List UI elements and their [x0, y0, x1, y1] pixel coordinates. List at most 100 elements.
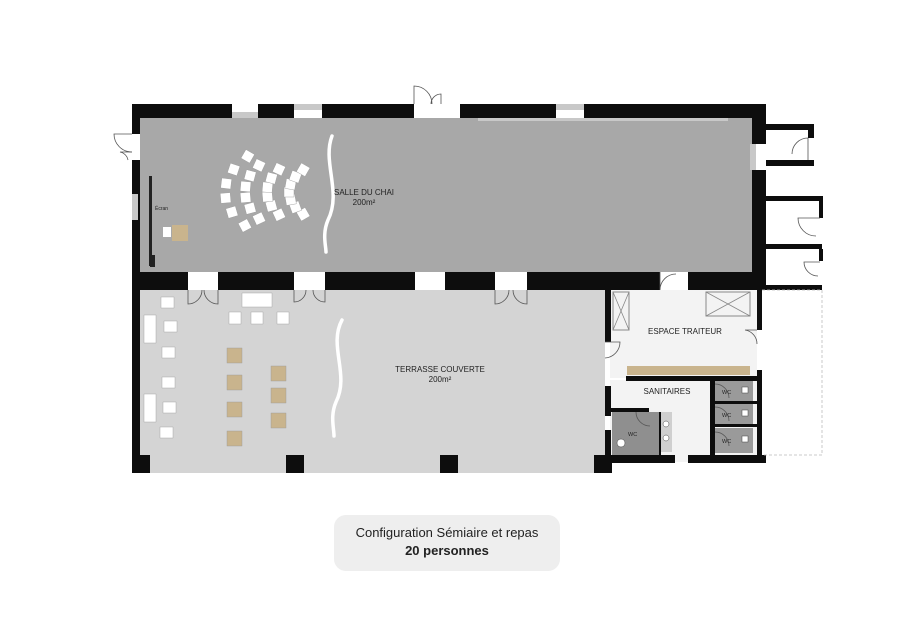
- door-wc-pmr: [635, 411, 651, 427]
- terrasse-curtain: [330, 318, 344, 438]
- wall-left-salle-a: [132, 104, 140, 134]
- toilet-pmr-icon: [616, 438, 626, 448]
- armchair: [161, 346, 176, 359]
- wc-label: WC: [722, 439, 731, 445]
- wall-left-terrasse: [132, 290, 140, 473]
- salle-chair: [237, 218, 252, 233]
- presenter-chair: [163, 227, 171, 237]
- terrasse-name: TERRASSE COUVERTE: [395, 365, 485, 374]
- salle-du-chai-floor: [140, 118, 752, 272]
- post-bottom-2: [286, 455, 304, 473]
- salle-chair: [272, 162, 286, 177]
- salle-chair: [243, 169, 257, 183]
- terrasse-table: [270, 365, 287, 382]
- salle-chair: [243, 201, 257, 215]
- door-wc-1: [714, 383, 730, 399]
- door-mid-3: [494, 289, 510, 305]
- traiteur-counter: [627, 366, 750, 375]
- door-mid-2: [293, 289, 307, 303]
- wall-mid-5: [527, 272, 660, 290]
- post-bottom-1: [132, 455, 150, 473]
- sink-counter: [660, 412, 672, 452]
- terrasse-table: [226, 374, 243, 391]
- terrasse-furniture: [143, 292, 290, 447]
- door-annex-1: [791, 137, 809, 160]
- salle-chair: [252, 158, 266, 173]
- salle-chair: [296, 162, 311, 177]
- wall-mid-2: [218, 272, 294, 290]
- wall-service-left-c: [605, 430, 611, 462]
- salle-chair: [227, 162, 241, 177]
- wall-service-right: [757, 290, 762, 330]
- wc-fixtures: [616, 386, 749, 448]
- armchair: [162, 401, 177, 414]
- salle-chair: [261, 191, 274, 203]
- salle-curtain: [322, 134, 335, 254]
- terrasse-chair: [276, 311, 290, 325]
- armchair: [163, 320, 178, 333]
- wc-cabin-2: [715, 404, 753, 424]
- traiteur-name: ESPACE TRAITEUR: [648, 327, 722, 336]
- wc-accessible-floor: [612, 412, 659, 455]
- wall-service-bottom-2: [688, 455, 766, 463]
- wall-top-2: [258, 104, 294, 118]
- door-top: [413, 85, 433, 105]
- wall-wc-left: [710, 381, 715, 457]
- door-service: [604, 341, 621, 359]
- wc-label: WC: [722, 390, 731, 396]
- toilet-icon: [741, 386, 749, 394]
- terrasse-chair: [250, 311, 264, 325]
- floors: [140, 118, 757, 473]
- door-mid-1: [187, 289, 203, 305]
- annex-top-wall-b: [766, 160, 814, 166]
- wall-top-5: [584, 104, 766, 118]
- salle-screen: [149, 176, 155, 267]
- wall-top-4: [460, 104, 556, 118]
- armchair: [159, 426, 174, 439]
- sofa: [143, 314, 157, 344]
- doors: [113, 85, 820, 447]
- door-wc-2: [714, 406, 730, 422]
- salle-chair: [264, 171, 278, 185]
- armchair: [161, 376, 176, 389]
- traiteur-equipment-1: [612, 291, 630, 331]
- salle-name: SALLE DU CHAI: [334, 188, 394, 197]
- terrasse-table: [270, 412, 287, 429]
- external-zone-outline: [762, 289, 823, 456]
- door-annex-2: [797, 217, 820, 237]
- terrasse-area: 200m²: [429, 375, 452, 384]
- wall-left-salle-b: [132, 160, 140, 290]
- wall-right-salle-a: [752, 104, 766, 144]
- door-wc-3: [714, 431, 730, 447]
- door-traiteur: [659, 272, 677, 291]
- annex-mid-wall-b: [766, 244, 822, 249]
- salle-chair: [272, 207, 286, 222]
- wall-service-left: [605, 290, 611, 342]
- wall-mid-4: [445, 272, 495, 290]
- wall-mid-1: [132, 272, 188, 290]
- wall-top-3: [322, 104, 414, 118]
- sink-icon: [662, 420, 670, 428]
- terrasse-table: [226, 430, 243, 447]
- post-bottom-3: [440, 455, 458, 473]
- sink-icon: [662, 434, 670, 442]
- door-annex-3: [803, 261, 820, 277]
- wall-service-right-b: [757, 370, 762, 462]
- wall-service-left-b: [605, 386, 611, 416]
- wall-wc-pmr-right: [659, 412, 661, 456]
- caption-capacity: 20 personnes: [405, 543, 489, 558]
- wall-mid-3: [325, 272, 415, 290]
- salle-chair: [239, 180, 252, 193]
- bench: [241, 292, 273, 308]
- wc-cabin-1: [715, 381, 753, 401]
- wc-label: WC: [722, 413, 731, 419]
- salle-chair: [261, 181, 274, 193]
- terrasse-floor: [140, 290, 605, 473]
- annex-mid-wall-r2: [819, 249, 823, 261]
- terrasse-table: [270, 387, 287, 404]
- ecran-wall: [149, 176, 152, 266]
- traiteur-equipment-2: [705, 291, 751, 317]
- terrasse-table: [226, 347, 243, 364]
- caption-title: Configuration Sémiaire et repas: [355, 525, 539, 540]
